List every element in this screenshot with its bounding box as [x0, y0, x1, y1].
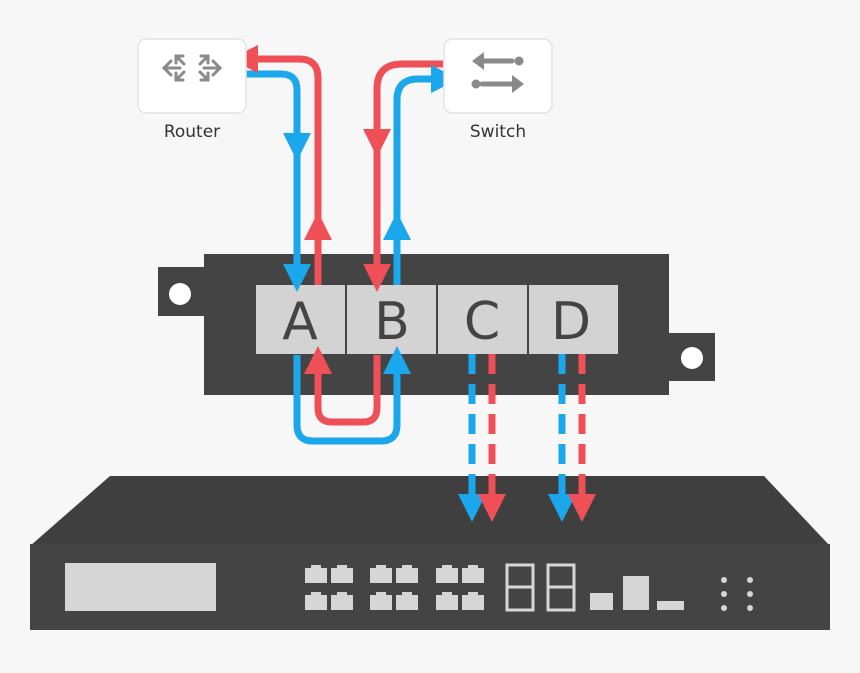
- ethernet-port-0-1-1: [331, 592, 353, 610]
- status-leds: [721, 577, 753, 611]
- tap-port-c: [438, 285, 527, 354]
- appliance-display: [65, 563, 216, 611]
- ethernet-port-2-0-0: [436, 565, 458, 583]
- network-tap: A B C D: [158, 254, 715, 395]
- switch-arrows-icon: [471, 52, 524, 93]
- tap-left-mount-hole: [169, 283, 191, 305]
- slot-port: [657, 601, 684, 610]
- flow-a-to-router: [230, 45, 322, 285]
- appliance-ethernet-ports: [305, 565, 484, 610]
- tap-port-b: [347, 285, 436, 354]
- tap-port-a-letter: A: [282, 292, 318, 352]
- usb-port: [590, 593, 613, 610]
- ethernet-port-1-1-0: [370, 592, 392, 610]
- flow-b-to-switch: [393, 65, 459, 285]
- monitoring-appliance: [30, 476, 830, 630]
- tap-port-c-letter: C: [464, 292, 500, 352]
- ethernet-port-1-1-1: [396, 592, 418, 610]
- router-tile: [137, 38, 247, 114]
- ethernet-port-2-1-0: [436, 592, 458, 610]
- ethernet-port-0-0-0: [305, 565, 327, 583]
- switch-tile: [443, 38, 553, 114]
- ethernet-port-1-0-0: [370, 565, 392, 583]
- flow-router-to-a: [245, 70, 311, 292]
- ethernet-port-0-1-0: [305, 592, 327, 610]
- tap-right-mount-hole: [681, 347, 703, 369]
- router-icon: [161, 54, 223, 82]
- tap-port-d-letter: D: [551, 292, 591, 352]
- tap-port-d: [529, 285, 618, 354]
- traffic-flows: [230, 45, 596, 522]
- router-label: Router: [164, 122, 220, 142]
- appliance-top: [30, 476, 830, 546]
- flow-switch-to-b: [363, 60, 443, 292]
- switch-label: Switch: [470, 122, 526, 142]
- ethernet-port-0-0-1: [331, 565, 353, 583]
- router-device: Router: [137, 38, 247, 142]
- flow-loop-b-to-a: [304, 346, 381, 426]
- flow-loop-a-to-b: [293, 346, 411, 445]
- ethernet-port-2-1-1: [462, 592, 484, 610]
- tap-port-a: [256, 285, 345, 354]
- power-port: [623, 576, 649, 610]
- ethernet-port-1-0-1: [396, 565, 418, 583]
- switch-device: Switch: [443, 38, 553, 142]
- tap-port-b-letter: B: [374, 292, 410, 352]
- ethernet-port-2-0-1: [462, 565, 484, 583]
